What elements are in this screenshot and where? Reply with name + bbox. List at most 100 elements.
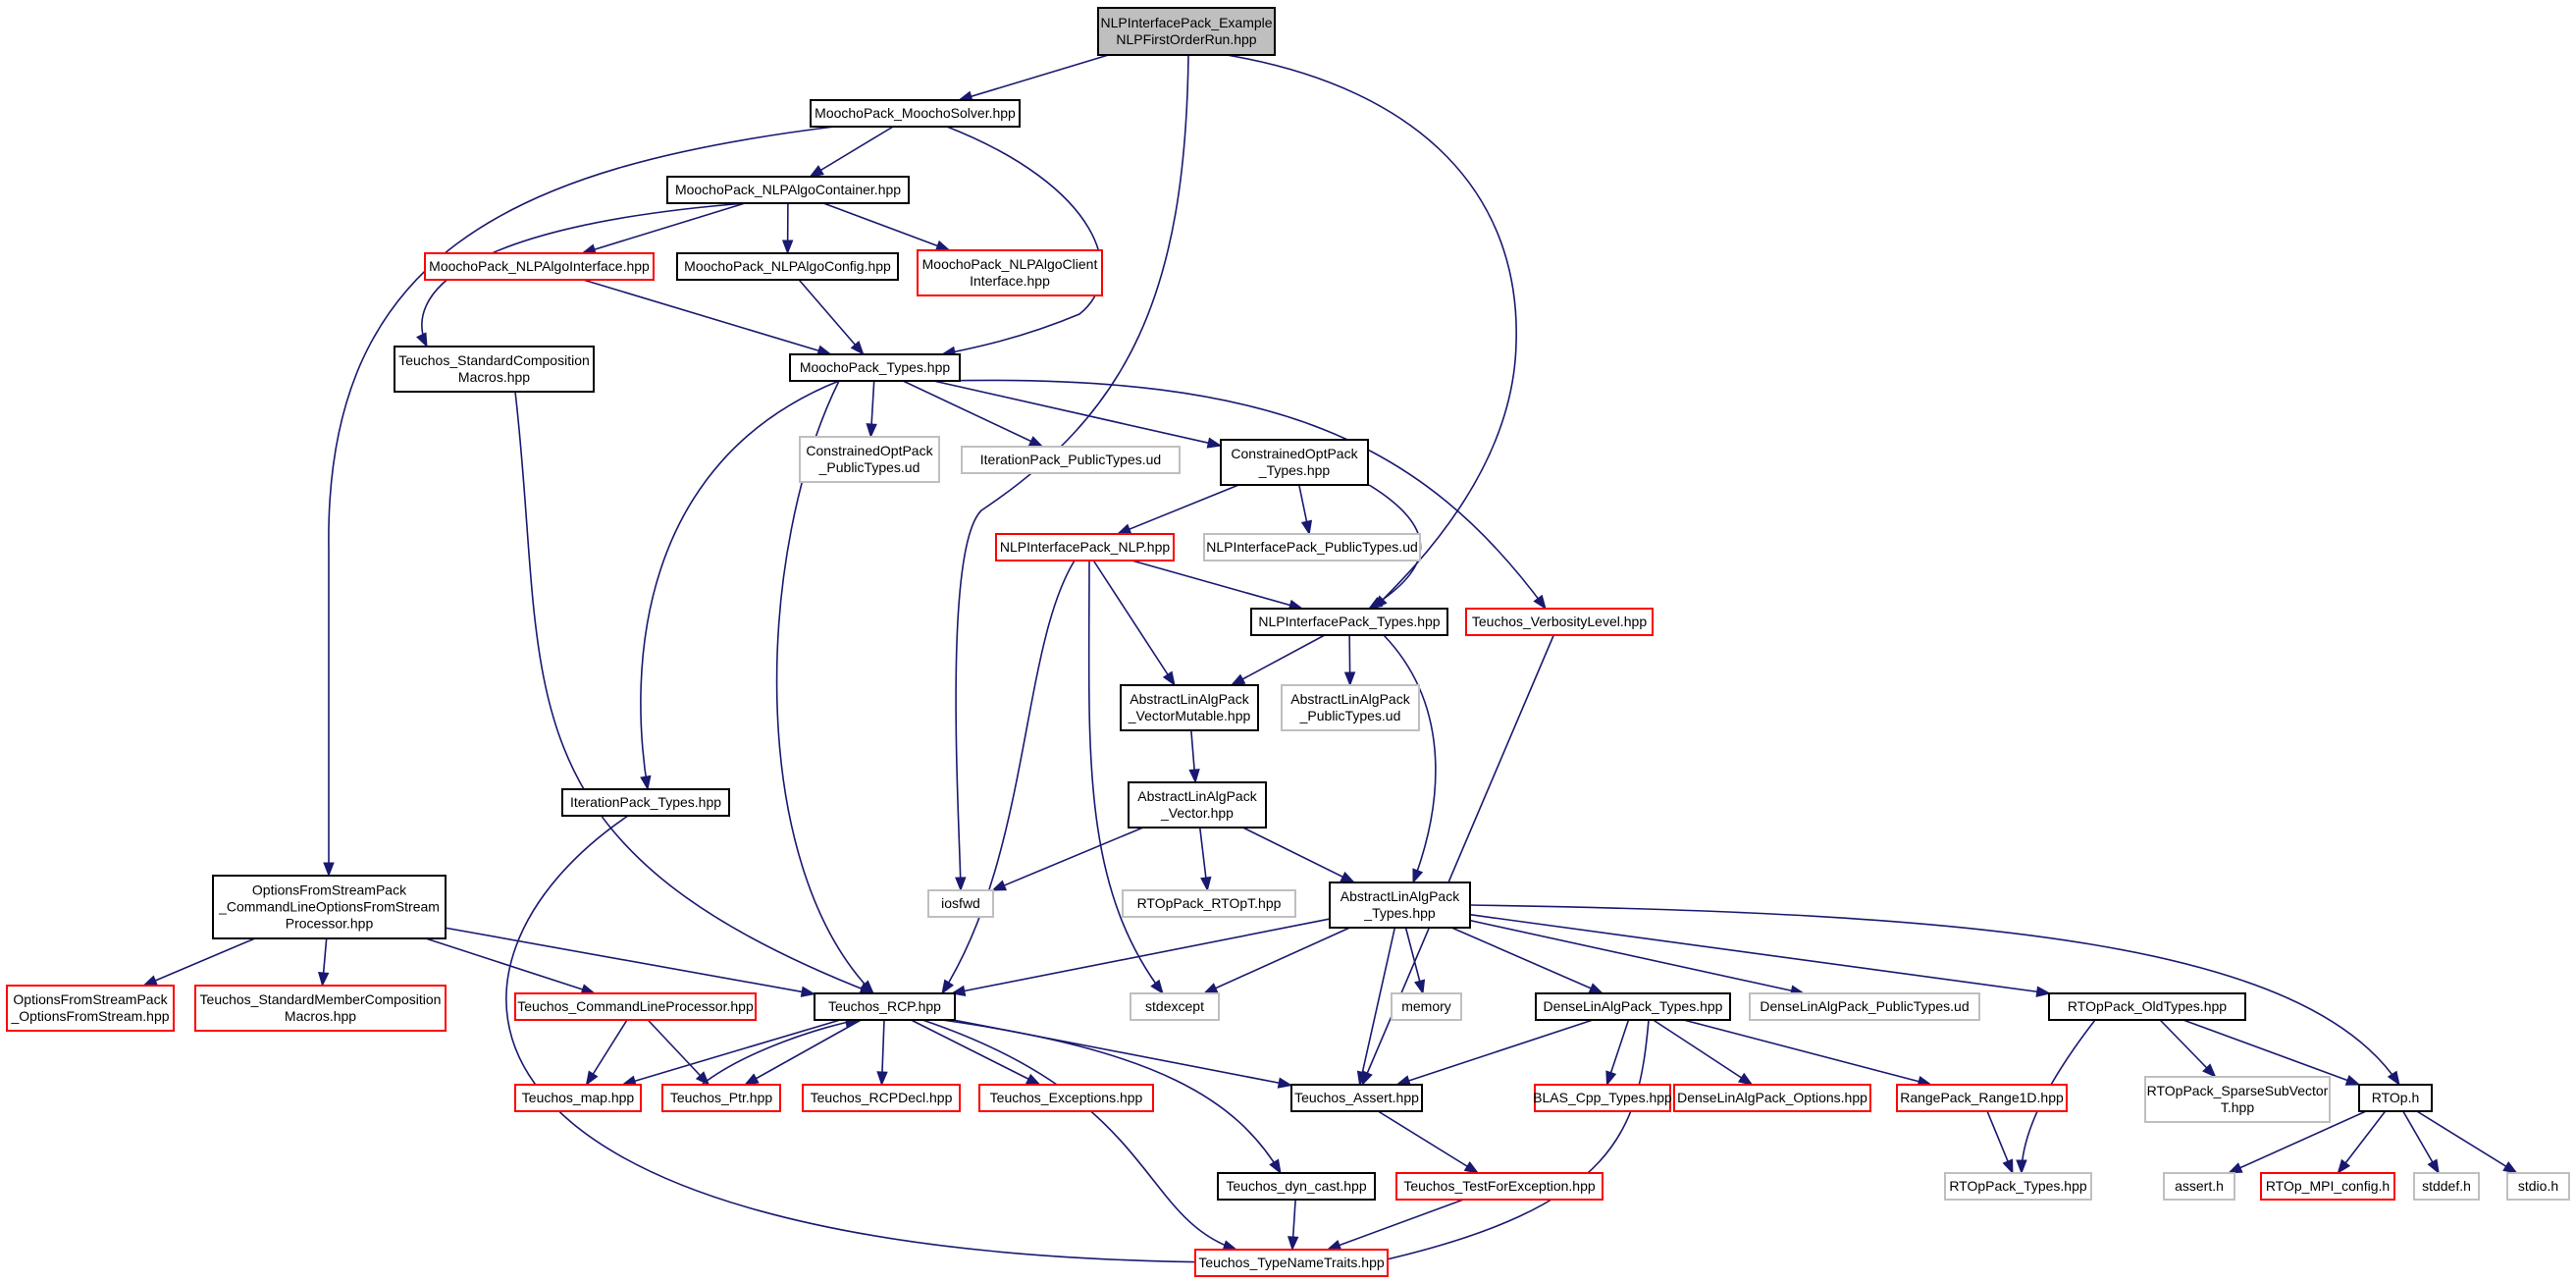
arrowhead (1200, 876, 1212, 892)
node-nlp_types[interactable]: NLPInterfacePack_Types.hpp (1250, 608, 1448, 636)
node-memory[interactable]: memory (1391, 992, 1462, 1021)
node-copt_pub[interactable]: ConstrainedOptPack_PublicTypes.ud (799, 436, 940, 483)
node-box (194, 985, 447, 1032)
edge-rtoph-to-stdio (2416, 1110, 2518, 1174)
node-stdmember[interactable]: Teuchos_StandardMemberCompositionMacros.… (194, 985, 447, 1032)
edge-ala_types-to-memory (1404, 927, 1426, 995)
edge-ala_types-to-dla_types (1450, 927, 1604, 994)
node-label: Teuchos_RCPDecl.hpp (811, 1090, 953, 1105)
node-label: Teuchos_Ptr.hpp (670, 1090, 773, 1105)
node-exceptions[interactable]: Teuchos_Exceptions.hpp (978, 1084, 1154, 1112)
arrowhead (955, 877, 967, 892)
node-iosfwd[interactable]: iosfwd (927, 889, 994, 918)
node-dla_opts[interactable]: DenseLinAlgPack_Options.hpp (1673, 1084, 1871, 1112)
node-nlpalgoconfig[interactable]: MoochoPack_NLPAlgoConfig.hpp (676, 252, 899, 281)
node-mtypes[interactable]: MoochoPack_Types.hpp (789, 353, 961, 382)
node-asserth[interactable]: assert.h (2163, 1172, 2235, 1201)
arrowhead (2502, 1161, 2518, 1174)
node-box (212, 875, 447, 939)
node-box (1220, 439, 1369, 486)
node-copt_types[interactable]: ConstrainedOptPack_Types.hpp (1220, 439, 1369, 486)
arrowhead (860, 980, 874, 994)
node-box (424, 252, 655, 281)
node-nlp[interactable]: NLPInterfacePack_NLP.hpp (995, 533, 1175, 561)
edge-dla_types-to-dla_opts (1653, 1019, 1754, 1086)
edge-line (1087, 560, 1164, 994)
node-stdio[interactable]: stdio.h (2506, 1172, 2570, 1201)
node-vecmut[interactable]: AbstractLinAlgPack_VectorMutable.hpp (1120, 684, 1259, 731)
node-dyncast[interactable]: Teuchos_dyn_cast.hpp (1217, 1172, 1376, 1201)
node-rtopt[interactable]: RTOpPack_RTOpT.hpp (1122, 889, 1296, 918)
node-label: Teuchos_TypeNameTraits.hpp (1198, 1255, 1385, 1270)
node-rcpdecl[interactable]: Teuchos_RCPDecl.hpp (802, 1084, 961, 1112)
node-box (810, 99, 1021, 128)
arrowhead (2202, 1063, 2217, 1078)
node-ptr[interactable]: Teuchos_Ptr.hpp (661, 1084, 781, 1112)
node-iter_pub[interactable]: IterationPack_PublicTypes.ud (961, 446, 1181, 474)
node-rtoph[interactable]: RTOp.h (2358, 1084, 2433, 1112)
arrowhead (323, 862, 335, 878)
arrowhead (1588, 983, 1604, 994)
node-label: iosfwd (941, 895, 980, 911)
node-label: DenseLinAlgPack_Options.hpp (1677, 1090, 1867, 1105)
edge-ofsp-to-rcp (445, 927, 816, 997)
node-iter_types[interactable]: IterationPack_Types.hpp (561, 788, 730, 817)
node-moochosolver[interactable]: MoochoPack_MoochoSolver.hpp (810, 99, 1021, 128)
node-rtop_types[interactable]: RTOpPack_Types.hpp (1944, 1172, 2092, 1201)
node-ofsp[interactable]: OptionsFromStreamPack_CommandLineOptions… (212, 875, 447, 939)
edge-dla_types-to-assert (1395, 1019, 1594, 1087)
node-dla_types[interactable]: DenseLinAlgPack_Types.hpp (1535, 992, 1731, 1021)
node-blas[interactable]: BLAS_Cpp_Types.hpp (1533, 1084, 1672, 1112)
node-label: Teuchos_TestForException.hpp (1403, 1178, 1596, 1194)
node-testforexc[interactable]: Teuchos_TestForException.hpp (1395, 1172, 1603, 1201)
node-nlpalgocontainer[interactable]: MoochoPack_NLPAlgoContainer.hpp (666, 176, 910, 204)
node-label: RTOp_MPI_config.h (2266, 1178, 2390, 1194)
node-ala_types[interactable]: AbstractLinAlgPack_Types.hpp (1329, 882, 1471, 929)
node-label: RTOpPack_Types.hpp (1949, 1178, 2087, 1194)
edge-line (514, 391, 874, 994)
node-map[interactable]: Teuchos_map.hpp (514, 1084, 642, 1112)
node-verbosity[interactable]: Teuchos_VerbosityLevel.hpp (1465, 608, 1654, 636)
edge-line (822, 202, 950, 251)
node-stdexcept[interactable]: stdexcept (1130, 992, 1220, 1021)
node-clp[interactable]: Teuchos_CommandLineProcessor.hpp (514, 992, 757, 1021)
node-stddef[interactable]: stddef.h (2413, 1172, 2480, 1201)
edge-ptr-to-rcp (701, 1016, 861, 1086)
node-typenametraits[interactable]: Teuchos_TypeNameTraits.hpp (1194, 1249, 1389, 1277)
edge-ala_types-to-rtoph (1469, 904, 2400, 1087)
arrowhead (1343, 671, 1356, 687)
edge-line (1377, 1110, 1479, 1174)
edge-moochosolver-to-mtypes (940, 126, 1102, 357)
arrowhead (1027, 436, 1044, 448)
edge-line (640, 380, 840, 790)
node-rcp[interactable]: Teuchos_RCP.hpp (814, 992, 956, 1021)
node-nlpalgointerface[interactable]: MoochoPack_NLPAlgoInterface.hpp (424, 252, 655, 281)
node-ofs[interactable]: OptionsFromStreamPack_OptionsFromStream.… (6, 985, 175, 1032)
node-mpiconfig[interactable]: RTOp_MPI_config.h (2260, 1172, 2395, 1201)
node-oldtypes[interactable]: RTOpPack_OldTypes.hpp (2048, 992, 2246, 1021)
node-root[interactable]: NLPInterfacePack_ExampleNLPFirstOrderRun… (1097, 7, 1276, 56)
node-label: Teuchos_RCP.hpp (828, 998, 941, 1014)
node-label: _Types.hpp (1258, 462, 1331, 478)
node-label: OptionsFromStreamPack (13, 991, 168, 1007)
arrowhead (2427, 1158, 2440, 1175)
node-ala_pub[interactable]: AbstractLinAlgPack_PublicTypes.ud (1281, 684, 1420, 731)
arrowhead (2337, 1158, 2351, 1175)
edge-line (647, 1019, 710, 1086)
node-box (1534, 1084, 1671, 1112)
node-nlp_pub[interactable]: NLPInterfacePack_PublicTypes.ud (1203, 533, 1421, 561)
edge-line (992, 827, 1144, 891)
node-box (1535, 992, 1731, 1021)
node-range1d[interactable]: RangePack_Range1D.hpp (1896, 1084, 2068, 1112)
node-vec[interactable]: AbstractLinAlgPack_Vector.hpp (1128, 781, 1267, 829)
node-label: AbstractLinAlgPack (1130, 691, 1249, 707)
node-box (927, 889, 994, 918)
node-label: assert.h (2175, 1178, 2224, 1194)
node-label: _VectorMutable.hpp (1128, 708, 1251, 723)
node-dla_pub[interactable]: DenseLinAlgPack_PublicTypes.ud (1749, 992, 1980, 1021)
node-assert[interactable]: Teuchos_Assert.hpp (1290, 1084, 1423, 1112)
edge-nlpalgoconfig-to-mtypes (798, 279, 865, 356)
